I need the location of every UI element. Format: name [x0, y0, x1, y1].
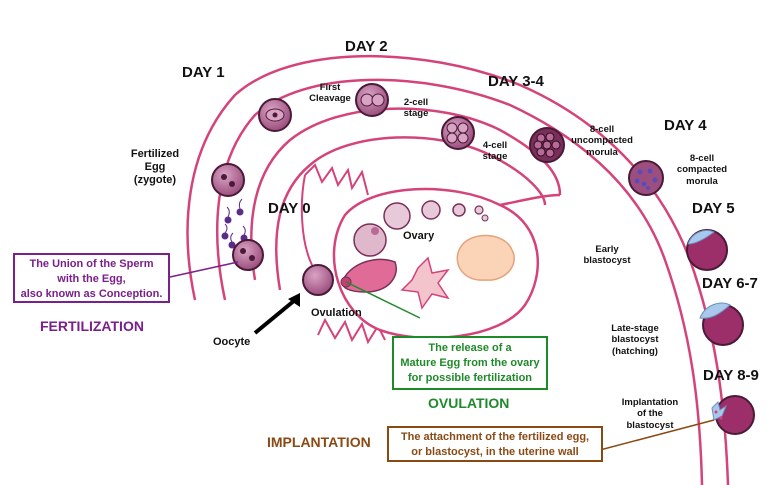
day-6-7-label: DAY 6-7: [702, 275, 758, 292]
four-cell-stage-cell: [441, 116, 475, 150]
corpus-luteum: [456, 234, 515, 281]
early-blastocyst-cell: [686, 229, 728, 271]
ovulation-title: OVULATION: [428, 395, 510, 411]
implanted-blastocyst-cell: [711, 395, 755, 435]
fertilization-callout-box: The Union of the Sperm with the Egg, als…: [13, 253, 170, 303]
implantation-pointer-line: [599, 419, 715, 451]
day-2-label: DAY 2: [345, 38, 388, 55]
fimbriae: [300, 163, 386, 345]
uterine-ligament: [499, 193, 561, 207]
oocyte-cell: [302, 264, 334, 296]
late-blastocyst-label: Late-stage blastocyst (hatching): [611, 323, 659, 357]
eight-cell-uncompacted-cell: [529, 127, 565, 163]
early-blastocyst-label: Early blastocyst: [583, 244, 631, 267]
late-blastocyst-cell: [699, 302, 744, 346]
rupturing-follicle: [341, 258, 397, 293]
fertilization-title: FERTILIZATION: [40, 318, 144, 334]
four-cell-label: 4-cell stage: [482, 140, 508, 163]
eight-cell-compacted-cell: [628, 160, 664, 196]
day-5-label: DAY 5: [692, 200, 735, 217]
day-4-label: DAY 4: [664, 117, 707, 134]
two-cell-label: 2-cell stage: [403, 97, 429, 120]
zygote-cell: [211, 163, 245, 197]
ovulation-small-label: Ovulation: [311, 307, 362, 319]
fertilization-cell: [232, 239, 264, 271]
fertilization-pointer-line: [169, 261, 239, 278]
day-3-4-label: DAY 3-4: [488, 73, 544, 90]
eight-compacted-label: 8-cell compacted morula: [676, 153, 728, 187]
oocyte-label: Oocyte: [213, 336, 251, 348]
first-cleavage-label: First Cleavage: [309, 82, 351, 105]
first-cleavage-cell: [258, 98, 292, 132]
sperm-cells: [221, 198, 248, 249]
ovary-follicles: [353, 200, 489, 257]
day-0-label: DAY 0: [268, 200, 311, 217]
day-1-label: DAY 1: [182, 64, 225, 81]
day-8-9-label: DAY 8-9: [703, 367, 759, 384]
ovary-label: Ovary: [403, 230, 435, 242]
eight-uncompacted-label: 8-cell uncompacted morula: [571, 124, 633, 158]
ovulation-pointer-line: [345, 281, 421, 319]
zygote-label: Fertilized Egg (zygote): [130, 148, 180, 187]
oocyte-arrow: [253, 298, 297, 335]
corpus-albicans: [400, 256, 450, 310]
ovulation-callout-box: The release of a Mature Egg from the ova…: [392, 336, 548, 390]
implantation-of-blastocyst-label: Implantation of the blastocyst: [621, 397, 679, 431]
implantation-title: IMPLANTATION: [267, 434, 371, 450]
implantation-callout-box: The attachment of the fertilized egg, or…: [387, 426, 603, 462]
two-cell-stage-cell: [355, 83, 389, 117]
